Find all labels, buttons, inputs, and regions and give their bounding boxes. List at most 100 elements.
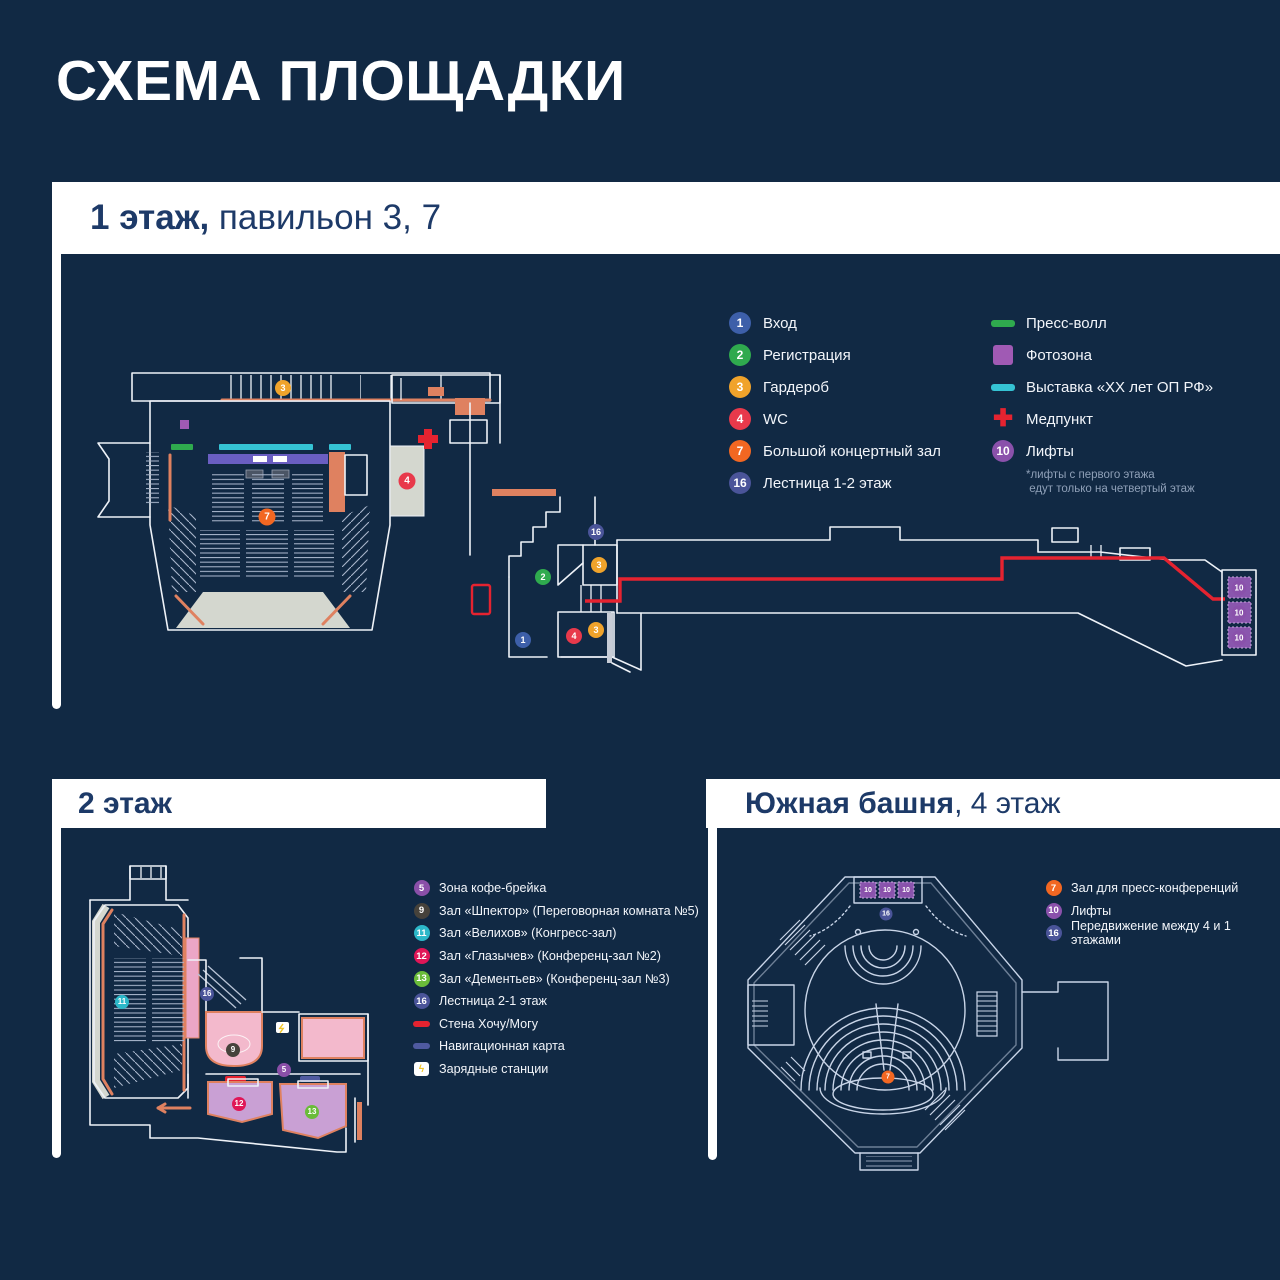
legend-label: Навигационная карта	[439, 1039, 565, 1054]
shpektor-hall-marker-icon: 9	[413, 902, 430, 919]
glazychev-hall-marker-icon: 12	[413, 948, 430, 965]
elevator-cell	[860, 882, 876, 898]
legend-label: Стена Хочу/Могу	[439, 1016, 539, 1031]
navmap-bar-swatch	[413, 1043, 430, 1050]
legend-label: Лифты	[1026, 442, 1074, 460]
stage-strip	[208, 454, 328, 464]
exhibition-strip	[329, 444, 351, 450]
legend-label: Зал «Дементьев» (Конференц-зал №3)	[439, 971, 670, 986]
floor2-legend: 5 Зона кофе-брейка 9 Зал «Шпектор» (Перегов…	[413, 877, 699, 1080]
legend-label: Регистрация	[763, 346, 851, 364]
legend-label: Лестница 2-1 этаж	[439, 994, 547, 1009]
legend-label: Лифты	[1071, 903, 1112, 918]
exhibition-swatch	[991, 383, 1015, 391]
congress-hall	[90, 866, 346, 1152]
press-wall-strip	[171, 444, 193, 450]
legend-label: Зарядные станции	[439, 1062, 549, 1077]
press-conference-marker-icon: 7	[1045, 880, 1062, 897]
tower-left-rule	[708, 828, 717, 1160]
legend-item: 2 Регистрация	[728, 339, 941, 371]
legend-item: ✚ Медпункт	[991, 403, 1213, 435]
tower-outline	[748, 877, 1108, 1170]
charging-station-square	[276, 1022, 289, 1033]
dementev-hall-marker-icon: 13	[413, 970, 430, 987]
tower-stage	[833, 1078, 933, 1110]
legend-item: 5 Зона кофе-брейка	[413, 877, 699, 900]
press-wall-swatch	[991, 319, 1015, 327]
amphitheater	[801, 930, 965, 1114]
entrance-zone	[472, 489, 641, 672]
legend-item: Навигационная карта	[413, 1035, 699, 1058]
tower-right-arm	[1022, 982, 1108, 1060]
room-glazychev	[208, 1082, 272, 1122]
floor1-title-bold: 1 этаж,	[90, 198, 210, 237]
legend-item: 10 Лифты	[1045, 900, 1280, 923]
section-header-tower: Южная башня, 4 этаж	[706, 779, 1280, 828]
legend-label: Зал «Шпектор» (Переговорная комната №5)	[439, 903, 699, 918]
wc-medpoint-area	[390, 375, 500, 555]
legend-item: Стена Хочу/Могу	[413, 1013, 699, 1036]
legend-label: Передвижение между 4 и 1 этажами	[1071, 919, 1231, 948]
legend-item: Фотозона	[991, 339, 1213, 371]
legend-label: Пресс-волл	[1026, 314, 1107, 332]
medpoint-cross-icon: ✚	[992, 405, 1014, 432]
tower-bottom-bay	[860, 1153, 918, 1170]
elevator-bank	[1222, 570, 1256, 655]
elevator-cell	[1228, 602, 1251, 623]
section-header-floor1: 1 этаж, павильон 3, 7	[52, 182, 1280, 254]
wc-room	[390, 446, 424, 516]
floor2-left-rule	[52, 828, 61, 1158]
entrance-red-frame	[472, 585, 490, 614]
legend-label: Фотозона	[1026, 346, 1092, 364]
legend-label: Зал «Велихов» (Конгресс-зал)	[439, 926, 617, 941]
room-pink-ne	[302, 1018, 364, 1058]
legend-label: Большой концертный зал	[763, 442, 941, 460]
legend-label: Выставка «ХХ лет ОП РФ»	[1026, 378, 1214, 396]
wc-marker-icon: 4	[728, 408, 752, 430]
visitor-route-line	[585, 558, 1225, 601]
legend-item: 1 Вход	[728, 307, 941, 339]
elevator-cell	[1228, 627, 1251, 648]
salmon-wall-block	[329, 452, 345, 512]
elevator-cell	[898, 882, 914, 898]
legend-item: 13 Зал «Дементьев» (Конференц-зал №3)	[413, 967, 699, 990]
floor2-title-bold: 2 этаж	[78, 786, 172, 820]
tower-title-rest: , 4 этаж	[954, 786, 1061, 820]
stage-floor	[176, 592, 350, 628]
exhibition-strip	[219, 444, 313, 450]
legend-label: Вход	[763, 314, 797, 332]
floor1-left-rule	[52, 254, 61, 709]
room-dementev	[280, 1084, 346, 1138]
legend-label: Зал «Глазычев» (Конференц-зал №2)	[439, 949, 661, 964]
registration-marker-icon: 2	[728, 344, 752, 366]
stairs-marker-icon: 16	[413, 993, 430, 1010]
elevator-marker-icon: 10	[991, 440, 1015, 462]
tower-stairs	[780, 920, 997, 1130]
legend-item: Выставка «ХХ лет ОП РФ»	[991, 371, 1213, 403]
legend-item: 11 Зал «Велихов» (Конгресс-зал)	[413, 922, 699, 945]
velikhov-hall-marker-icon: 11	[413, 925, 430, 942]
tower-title-bold: Южная башня	[745, 786, 955, 820]
coffee-break-marker-icon: 5	[413, 880, 430, 897]
photo-zone-swatch	[991, 345, 1015, 365]
charging-station-icon: ϟ	[413, 1062, 430, 1077]
legend-label: Лестница 1-2 этаж	[763, 474, 892, 492]
legend-label: Зона кофе-брейка	[439, 881, 547, 896]
legend-item: 12 Зал «Глазычев» (Конференц-зал №2)	[413, 945, 699, 968]
hall-side-strip	[186, 938, 199, 1038]
entrance-marker-icon: 1	[728, 312, 752, 334]
concert-hall	[98, 401, 390, 630]
elevator-marker-icon: 10	[1045, 902, 1062, 919]
legend-label: Медпункт	[1026, 410, 1093, 428]
tower-left-rooms	[748, 985, 794, 1045]
